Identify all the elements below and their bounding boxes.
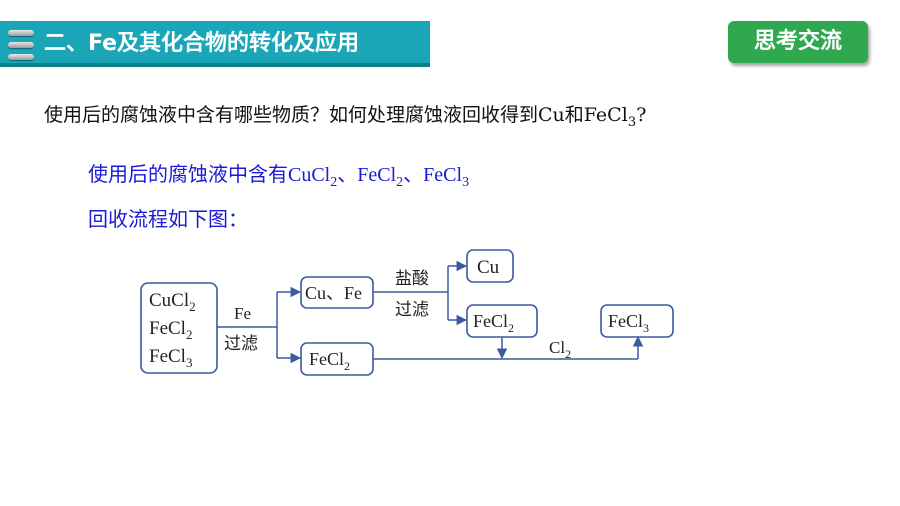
cl2-label: Cl2 <box>549 338 571 361</box>
answer-line-1: 使用后的腐蚀液中含有CuCl2、FeCl2、FeCl3 <box>88 162 470 190</box>
start-cucl2: CuCl2 <box>149 290 196 314</box>
step1-filter-label: 过滤 <box>224 334 258 354</box>
section-title: 二、Fe及其化合物的转化及应用 <box>44 31 360 56</box>
fecl3-product-box <box>600 304 674 338</box>
section-header-bar <box>0 21 430 67</box>
step2-hcl-label: 盐酸 <box>395 269 429 289</box>
fecl3-product-label: FeCl3 <box>608 311 649 335</box>
think-discuss-badge: 思考交流 <box>728 21 868 63</box>
step1-reagent-fe: Fe <box>234 304 251 323</box>
fecl2-top-label: FeCl2 <box>473 311 514 335</box>
start-fecl2: FeCl2 <box>149 318 192 342</box>
question-text: 使用后的腐蚀液中含有哪些物质？如何处理腐蚀液回收得到Cu和FeCl3? <box>44 104 647 130</box>
cu-product-box <box>466 249 514 283</box>
answer-line-2: 回收流程如下图： <box>88 207 248 231</box>
cu-fe-label: Cu、Fe <box>305 283 362 303</box>
binder-rings-icon <box>8 24 36 64</box>
fecl2-bottom-label: FeCl2 <box>309 349 350 373</box>
cu-product-label: Cu <box>477 257 500 278</box>
start-fecl3: FeCl3 <box>149 346 192 370</box>
step2-filter-label: 过滤 <box>395 300 429 320</box>
start-solution-box <box>140 282 218 374</box>
